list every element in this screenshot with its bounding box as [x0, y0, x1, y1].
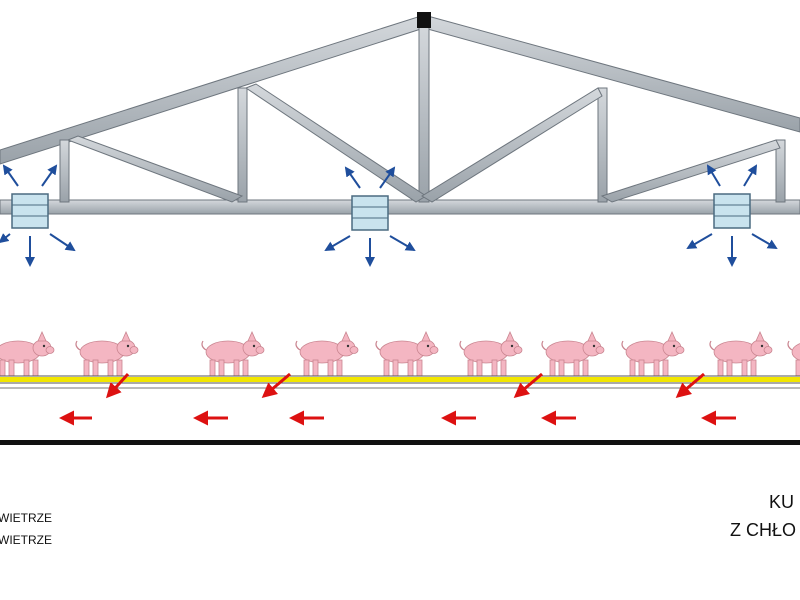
arrow-icon	[41, 164, 58, 187]
pig-icon	[459, 331, 523, 377]
air-flow-arrows	[324, 166, 416, 267]
pig-icon	[621, 331, 685, 377]
truss-vertical	[237, 87, 248, 203]
truss-bottom-chord	[0, 199, 800, 215]
channel-bottom	[0, 440, 800, 445]
pig-row	[0, 331, 800, 377]
pig-icon	[541, 331, 605, 377]
legend-item: WIETRZE	[0, 533, 52, 547]
arrow-icon	[324, 235, 351, 252]
red-arrow-icon	[513, 372, 543, 398]
truss-apex-plate	[417, 12, 431, 28]
truss-diagonal	[66, 135, 244, 203]
pig-icon	[709, 331, 773, 377]
slatted-floor	[0, 375, 800, 389]
red-arrow-icon	[105, 372, 130, 399]
roof-truss	[0, 14, 800, 215]
arrow-icon	[686, 233, 713, 250]
arrow-icon	[2, 164, 19, 187]
truss-vertical	[418, 23, 430, 203]
pig-icon	[75, 331, 139, 377]
right-label-line-1: KU	[769, 492, 795, 512]
arrow-icon	[49, 233, 76, 252]
pig-icon	[375, 331, 439, 377]
truss-top-chord-right	[423, 14, 800, 133]
truss-vertical	[597, 87, 608, 203]
truss-vertical	[775, 139, 786, 203]
arrow-icon	[743, 164, 758, 187]
air-flow-arrows	[686, 164, 778, 267]
arrow-icon	[706, 164, 721, 187]
truss-diagonal	[421, 87, 603, 203]
truss-diagonal	[600, 139, 781, 203]
truss-vertical	[59, 139, 70, 203]
floor-air-arrows	[105, 372, 705, 399]
air-flow-arrows	[0, 164, 76, 267]
truss-diagonal	[244, 83, 427, 203]
red-arrow-icon	[675, 372, 705, 398]
legend-item: WIETRZE	[0, 511, 52, 525]
pig-icon	[787, 340, 800, 377]
pig-icon	[201, 331, 265, 377]
arrow-icon	[751, 233, 778, 250]
air-diffuser-icon	[351, 195, 389, 231]
arrow-icon	[0, 233, 11, 244]
red-arrow-icon	[261, 372, 291, 398]
air-diffuser-icon	[713, 193, 751, 229]
pig-icon	[295, 331, 359, 377]
pig-icon	[0, 331, 55, 377]
air-diffuser-icon	[11, 193, 49, 229]
arrow-icon	[344, 166, 361, 189]
right-label-line-2: Z CHŁO	[730, 520, 797, 540]
arrow-icon	[379, 166, 396, 189]
arrow-icon	[389, 235, 416, 252]
